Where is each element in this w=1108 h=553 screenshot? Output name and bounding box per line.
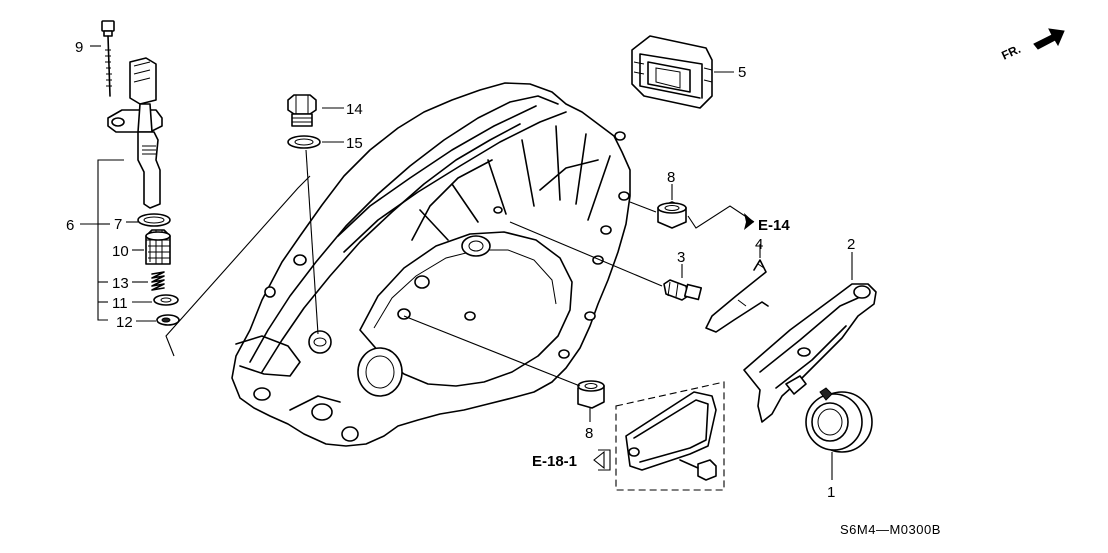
callout-5: 5 — [738, 64, 746, 81]
callout-7: 7 — [114, 216, 122, 233]
callout-9: 9 — [75, 39, 83, 56]
part-1-release-bearing: 1 — [805, 387, 873, 501]
callout-14: 14 — [346, 101, 363, 118]
part-15-washer: 15 — [287, 135, 363, 152]
sensor-installation-line — [165, 175, 311, 357]
reference-e14: E-14 — [758, 217, 790, 234]
callout-11: 11 — [112, 295, 128, 312]
part-4-spring-clip: 4 — [705, 236, 769, 333]
part-9-bolt: 9 — [75, 20, 115, 97]
callout-4: 4 — [755, 236, 763, 253]
part-2-release-fork: 2 — [743, 236, 877, 423]
part-8-dowel-lower: 8 — [403, 315, 605, 442]
part-8-dowel-upper: 8 E-14 — [629, 169, 790, 234]
front-arrow-icon — [1033, 28, 1065, 50]
callout-2: 2 — [847, 236, 855, 253]
front-direction-indicator: FR. — [999, 28, 1065, 63]
part-7-o-ring: 7 — [114, 213, 171, 233]
group-e18-1: E-18-1 — [532, 381, 725, 491]
callout-13: 13 — [112, 275, 129, 292]
part-12-clip: 12 — [116, 314, 180, 331]
part-11-washer: 11 — [112, 294, 179, 312]
callout-8-lower: 8 — [585, 425, 593, 442]
callout-6: 6 — [66, 217, 74, 234]
part-13-spring: 13 — [112, 271, 165, 292]
group-bracket-arrow-icon — [593, 450, 605, 470]
diagram-code: S6M4—M0300B — [840, 522, 941, 537]
callout-3: 3 — [677, 249, 685, 266]
reference-e18-1: E-18-1 — [532, 453, 577, 470]
reference-arrow-icon — [744, 213, 754, 230]
callout-12: 12 — [116, 314, 133, 331]
callout-15: 15 — [346, 135, 363, 152]
part-10-gear: 10 — [112, 229, 171, 265]
speed-sensor-assembly — [107, 57, 163, 209]
plug-installation-line — [305, 149, 319, 335]
callout-1: 1 — [827, 484, 835, 501]
part-3-fitting: 3 — [509, 221, 703, 301]
callout-8-upper: 8 — [667, 169, 675, 186]
clutch-housing — [231, 82, 631, 447]
front-label: FR. — [999, 42, 1022, 63]
part-5-boot: 5 — [631, 35, 746, 109]
part-14-plug: 14 — [287, 94, 363, 127]
group-6-bracket: 6 — [66, 159, 124, 321]
callout-10: 10 — [112, 243, 129, 260]
